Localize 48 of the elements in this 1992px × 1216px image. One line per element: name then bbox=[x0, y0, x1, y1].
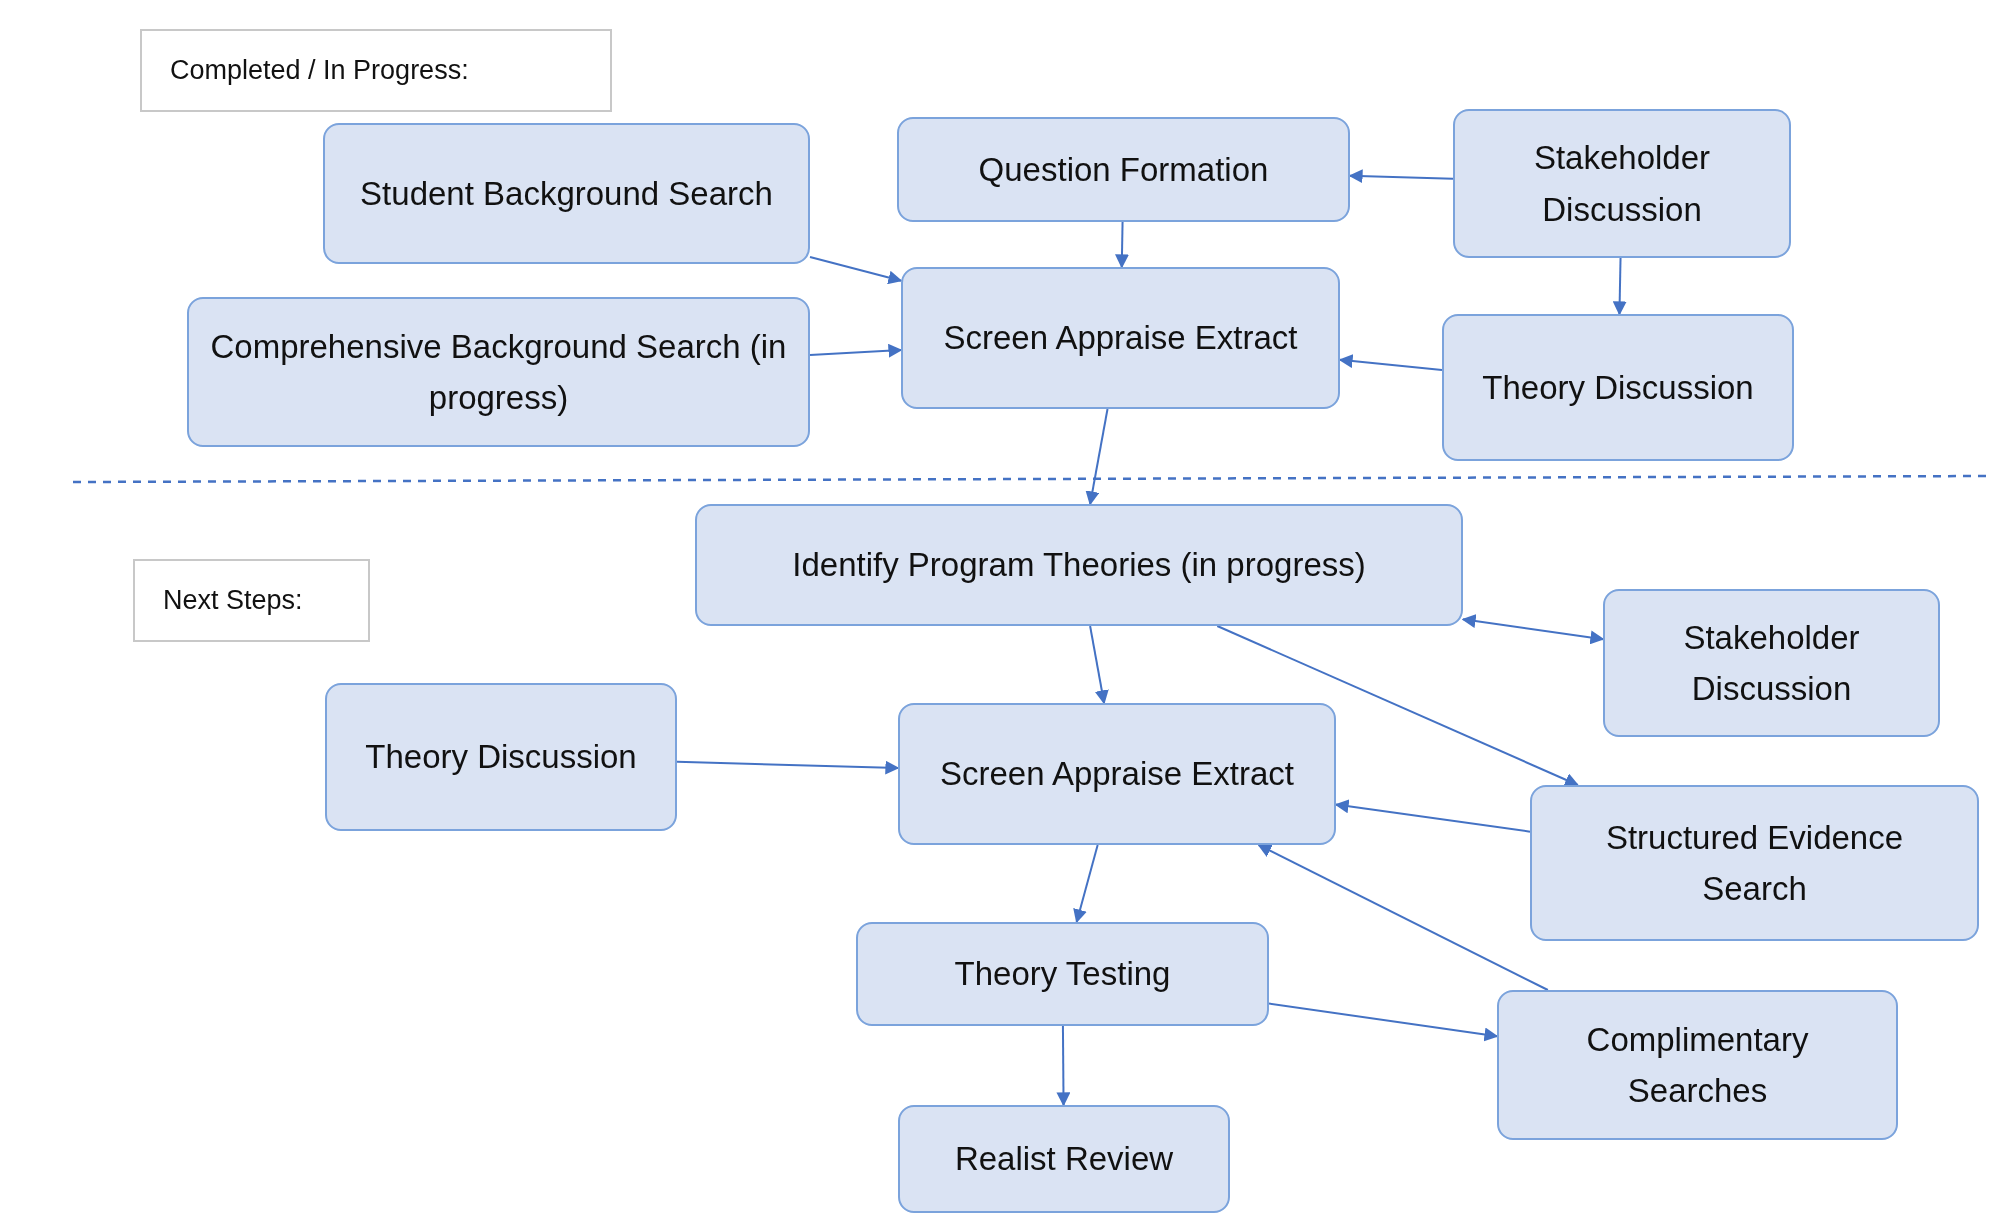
node-label: Identify Program Theories (in progress) bbox=[792, 545, 1366, 586]
process-box bbox=[695, 504, 1463, 626]
node-label: Stakeholder Discussion bbox=[1682, 617, 1861, 709]
section-heading-box bbox=[133, 559, 370, 642]
node-label: Theory Testing bbox=[954, 954, 1171, 995]
node-label: Completed / In Progress: bbox=[170, 54, 469, 88]
arrow bbox=[809, 343, 903, 358]
arrow bbox=[1257, 844, 1549, 991]
arrow bbox=[809, 256, 903, 285]
node-label: Student Background Search bbox=[360, 173, 773, 214]
process-box bbox=[1530, 785, 1979, 941]
node-label: Realist Review bbox=[954, 1139, 1174, 1180]
arrow bbox=[1334, 799, 1531, 833]
process-box bbox=[856, 922, 1269, 1026]
process-box bbox=[898, 1105, 1230, 1213]
process-box bbox=[1497, 990, 1898, 1140]
node-label: Question Formation bbox=[978, 149, 1269, 190]
arrow bbox=[676, 760, 900, 775]
arrow bbox=[1268, 1002, 1499, 1042]
node-label: Stakeholder Discussion bbox=[1532, 138, 1712, 230]
arrow bbox=[1085, 408, 1109, 506]
process-box bbox=[901, 267, 1340, 409]
arrow bbox=[1073, 844, 1099, 924]
arrow bbox=[1338, 354, 1443, 371]
process-box bbox=[325, 683, 677, 831]
arrow bbox=[1612, 257, 1627, 316]
node-label: Structured Evidence Search bbox=[1604, 817, 1905, 909]
section-heading-box bbox=[140, 29, 612, 112]
node-label: Next Steps: bbox=[163, 584, 303, 618]
node-label: Screen Appraise Extract bbox=[940, 754, 1294, 795]
process-box bbox=[1442, 314, 1794, 461]
process-box bbox=[323, 123, 810, 264]
process-box bbox=[897, 117, 1350, 222]
arrow bbox=[1089, 625, 1109, 705]
node-label: Comprehensive Background Search (in progress) bbox=[209, 326, 788, 418]
arrow bbox=[1216, 625, 1579, 787]
process-box bbox=[1603, 589, 1940, 737]
node-label: Complimentary Searches bbox=[1585, 1019, 1810, 1111]
process-box bbox=[898, 703, 1336, 845]
node-label: Theory Discussion bbox=[1482, 367, 1754, 408]
arrow bbox=[1461, 614, 1605, 645]
arrow bbox=[1115, 221, 1129, 269]
node-label: Theory Discussion bbox=[365, 737, 637, 778]
process-box bbox=[1453, 109, 1791, 258]
arrow bbox=[1348, 169, 1454, 184]
process-box bbox=[187, 297, 810, 447]
arrow bbox=[1056, 1025, 1071, 1107]
node-label: Screen Appraise Extract bbox=[943, 318, 1298, 359]
